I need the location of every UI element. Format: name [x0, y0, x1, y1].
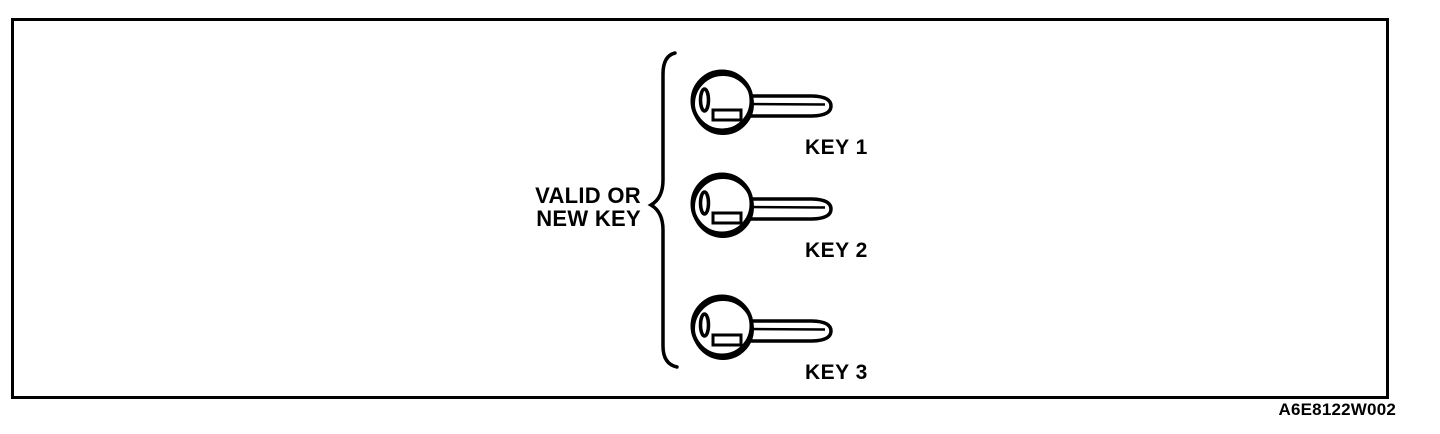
- key-group-2: KEY 2: [686, 166, 916, 266]
- key-icon: [690, 294, 833, 360]
- key-label: KEY 1: [805, 136, 868, 159]
- brace-label-line2: NEW KEY: [536, 206, 641, 231]
- key-group-3: KEY 3: [686, 288, 916, 388]
- key-icon: [690, 172, 833, 238]
- key-label: KEY 2: [805, 239, 868, 262]
- key-group-1: KEY 1: [686, 63, 916, 163]
- diagram-border-frame: VALID OR NEW KEY KEY 1: [11, 18, 1389, 399]
- key-icon: [690, 69, 833, 135]
- figure-code: A6E8122W002: [1278, 400, 1396, 419]
- brace-label: VALID OR NEW KEY: [519, 184, 641, 230]
- brace-label-line1: VALID OR: [535, 183, 641, 208]
- left-curly-brace-icon: [647, 51, 679, 369]
- key-label: KEY 3: [805, 361, 868, 384]
